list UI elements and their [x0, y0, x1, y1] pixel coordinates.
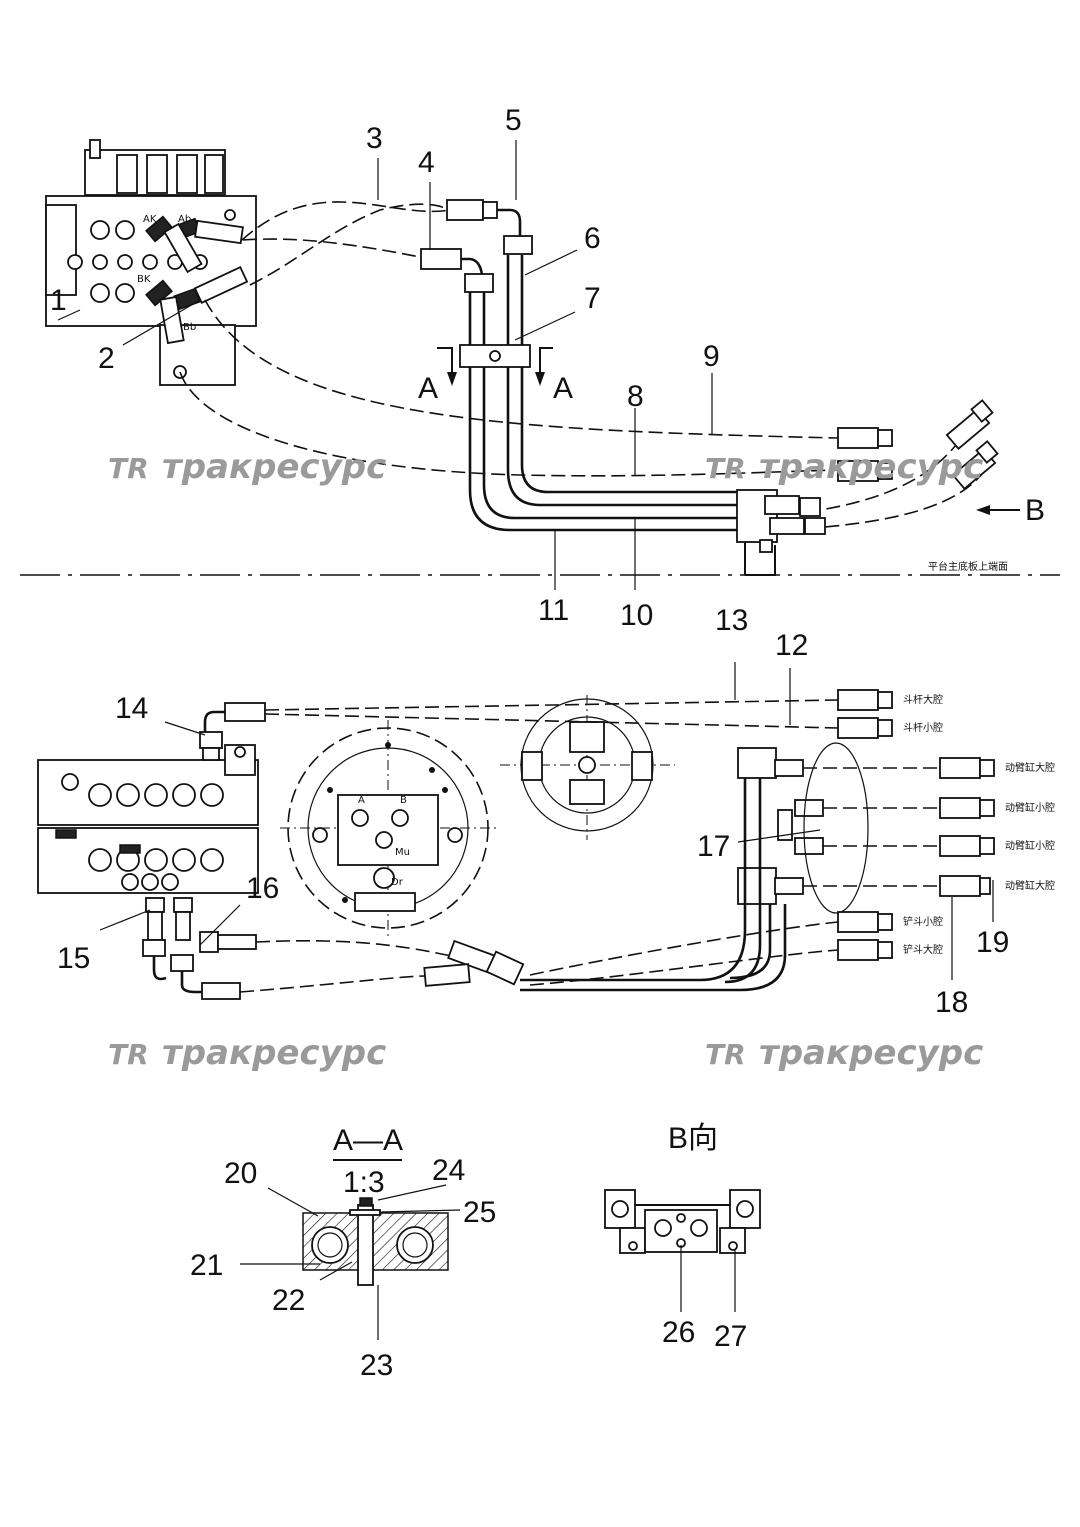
- lower-view: A B Mu Dr: [37, 604, 1055, 1019]
- callout-26: 26: [662, 1316, 695, 1349]
- callout-12: 12: [775, 629, 808, 662]
- section-a-markers: A A: [418, 347, 573, 405]
- callout-3: 3: [366, 122, 383, 155]
- leaders-lower: [99, 662, 994, 980]
- watermark-logo-3: TR: [108, 1038, 149, 1071]
- callout-25: 25: [463, 1196, 496, 1229]
- watermark-logo-2: TR: [705, 452, 746, 485]
- view-b: B向 26 27: [604, 1122, 761, 1353]
- port-labels-top: AK Ab BK Bb: [137, 214, 196, 333]
- callout-16: 16: [246, 872, 279, 905]
- watermark-text-2: тракресурс: [759, 447, 983, 487]
- control-valve-lower: [37, 702, 266, 1000]
- section-scale: 1:3: [343, 1166, 385, 1199]
- callout-19: 19: [976, 926, 1009, 959]
- platform-reference-label: 平台主底板上端面: [928, 560, 1008, 573]
- hose-ends-lower: [423, 689, 995, 987]
- watermark-logo-1: TR: [108, 452, 149, 485]
- hose-label-bucket-small: 铲斗小腔: [903, 915, 943, 928]
- callout-15: 15: [57, 942, 90, 975]
- hose-label-boom-small-2: 动臂缸小腔: [1005, 839, 1055, 852]
- view-b-arrow: B: [976, 494, 1045, 527]
- top-view: AK Ab BK Bb: [20, 104, 1060, 632]
- swing-motor: A B Mu Dr: [280, 720, 500, 936]
- hose-label-boom-small-1: 动臂缸小腔: [1005, 801, 1055, 814]
- watermark-text-3: тракресурс: [162, 1033, 386, 1073]
- view-b-title: B向: [668, 1122, 718, 1155]
- callout-17: 17: [697, 830, 730, 863]
- view-b-arrow-label: B: [1025, 494, 1045, 527]
- callout-1: 1: [50, 284, 67, 317]
- section-a-right-label: A: [553, 372, 573, 405]
- callout-27: 27: [714, 1320, 747, 1353]
- leaders-top: [57, 140, 713, 590]
- hose-label-stick-small: 斗杆小腔: [903, 721, 943, 734]
- hose-label-boom-large-2: 动臂缸大腔: [1005, 879, 1055, 892]
- watermark-text-1: тракресурс: [162, 447, 386, 487]
- callout-10: 10: [620, 599, 653, 632]
- callout-2: 2: [98, 342, 115, 375]
- hose-destination-labels: 斗杆大腔 斗杆小腔 动臂缸大腔 动臂缸小腔 动臂缸小腔 动臂缸大腔 铲斗小腔 铲…: [903, 693, 1055, 956]
- port-ab-label: Ab: [178, 214, 191, 225]
- section-title: A—A: [333, 1124, 403, 1157]
- callout-8: 8: [627, 380, 644, 413]
- hose-label-stick-large: 斗杆大腔: [903, 693, 943, 706]
- callout-22: 22: [272, 1284, 305, 1317]
- callout-21: 21: [190, 1249, 223, 1282]
- hose-ends-top: [420, 199, 999, 491]
- callout-4: 4: [418, 146, 435, 179]
- motor-port-a: A: [358, 795, 365, 806]
- callout-6: 6: [584, 222, 601, 255]
- motor-port-mu: Mu: [395, 847, 410, 858]
- port-ak-label: AK: [143, 214, 157, 225]
- callout-13: 13: [715, 604, 748, 637]
- callout-7: 7: [584, 282, 601, 315]
- steel-pipes-lower: [520, 742, 869, 992]
- motor-port-dr: Dr: [391, 877, 404, 888]
- callouts-lower: 12 13 14 15 16 17 18 19: [57, 604, 1009, 1019]
- flexible-hoses-top: [179, 201, 986, 528]
- port-bb-label: Bb: [183, 322, 196, 333]
- hose-label-bucket-large: 铲斗大腔: [903, 943, 943, 956]
- hose-label-boom-large-1: 动臂缸大腔: [1005, 761, 1055, 774]
- callout-11: 11: [538, 594, 569, 627]
- callout-20: 20: [224, 1157, 257, 1190]
- callout-24: 24: [432, 1154, 465, 1187]
- center-swivel: [500, 695, 675, 840]
- callout-5: 5: [505, 104, 522, 137]
- section-a-left-label: A: [418, 372, 438, 405]
- watermark-text-4: тракресурс: [759, 1033, 983, 1073]
- port-bk-label: BK: [137, 274, 151, 285]
- callout-18: 18: [935, 986, 968, 1019]
- callout-14: 14: [115, 692, 148, 725]
- watermarks: TR тракресурс TR тракресурс TR тракресур…: [108, 447, 983, 1073]
- section-a-a: A—A 1:3 20 21 22 23 24 25: [190, 1124, 496, 1382]
- callout-9: 9: [703, 340, 720, 373]
- steel-pipes-top: [459, 255, 826, 576]
- watermark-logo-4: TR: [705, 1038, 746, 1071]
- motor-port-b: B: [400, 795, 407, 806]
- callout-23: 23: [360, 1349, 393, 1382]
- control-valve-top: [45, 139, 257, 386]
- callouts-top: 1 2 3 4 5 6 7 8 9 10 11: [50, 104, 720, 632]
